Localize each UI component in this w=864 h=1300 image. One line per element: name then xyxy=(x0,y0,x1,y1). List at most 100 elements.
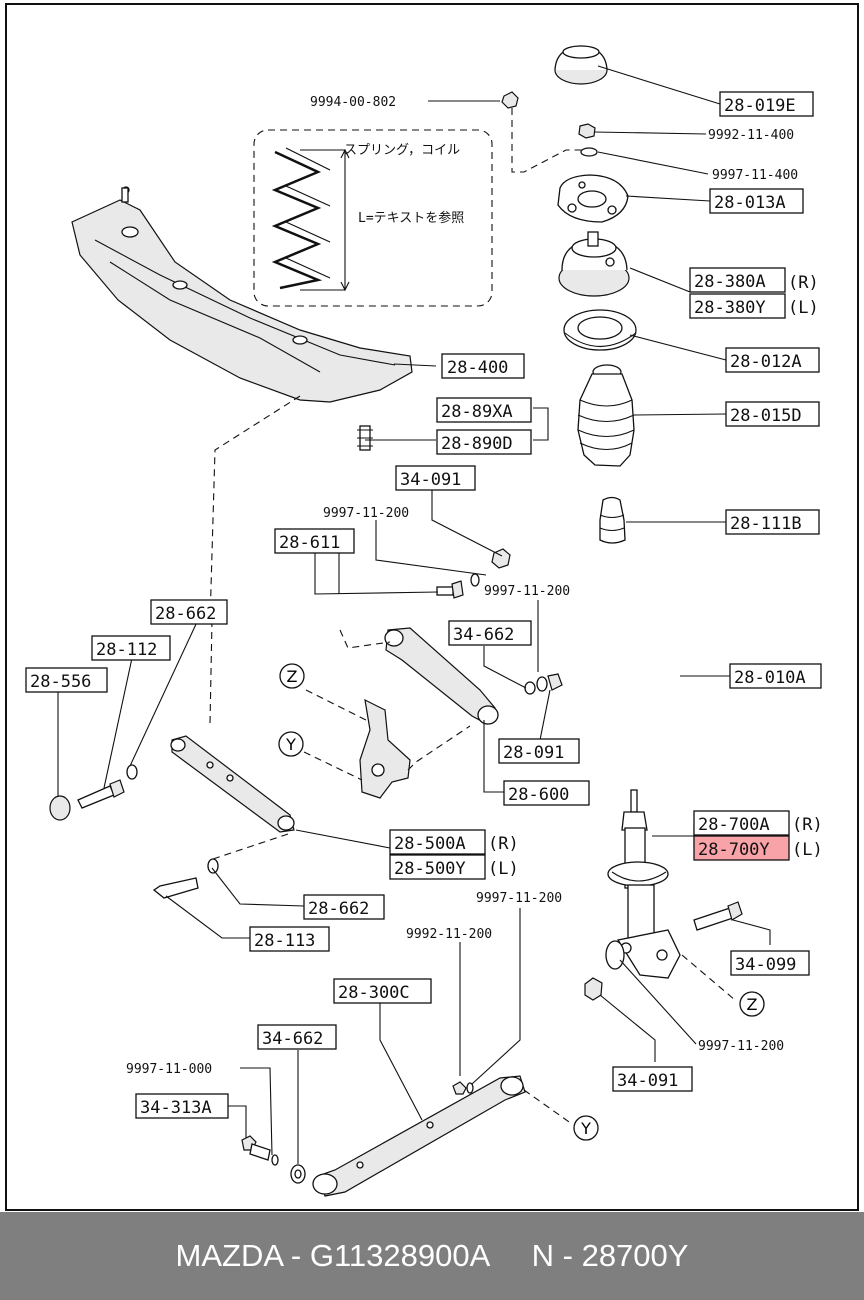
svg-text:Y: Y xyxy=(285,735,296,754)
footer-part-number: MAZDA - G11328900A N - 28700Y xyxy=(175,1238,689,1273)
lateral-link-part xyxy=(384,627,499,725)
side-r-380: (R) xyxy=(788,273,819,293)
label-9997-11-200-c: 9997-11-200 xyxy=(476,891,562,906)
svg-text:28-89XA: 28-89XA xyxy=(441,402,513,422)
label-28-89XA: 28-89XA xyxy=(436,397,532,423)
label-28-662-lower: 28-662 xyxy=(303,894,385,920)
svg-text:Y: Y xyxy=(580,1119,591,1138)
svg-text:28-012A: 28-012A xyxy=(730,352,802,372)
label-28-013A: 28-013A xyxy=(709,188,804,214)
bump-stop-part xyxy=(599,496,626,544)
dust-boot-part xyxy=(577,364,635,467)
svg-text:34-091: 34-091 xyxy=(617,1071,678,1091)
side-l-500: (L) xyxy=(488,859,519,879)
label-28-111B: 28-111B xyxy=(725,509,820,535)
svg-text:28-600: 28-600 xyxy=(508,785,569,805)
label-28-112: 28-112 xyxy=(91,635,171,661)
ref-z-upper: Z xyxy=(279,663,305,689)
label-28-015D: 28-015D xyxy=(725,401,820,427)
label-34-662-upper: 34-662 xyxy=(448,620,532,646)
label-9997-11-400: 9997-11-400 xyxy=(712,168,798,183)
diagram-canvas: 28-019E 28-013A 28-380A 28-380Y 28-012A … xyxy=(5,3,859,1211)
cap-28-556-part xyxy=(49,795,71,821)
svg-text:28-662: 28-662 xyxy=(155,604,216,624)
svg-text:28-112: 28-112 xyxy=(96,640,157,660)
side-l-380: (L) xyxy=(788,298,819,318)
spring-seat-part xyxy=(563,309,637,351)
svg-text:28-113: 28-113 xyxy=(254,931,315,951)
svg-text:34-662: 34-662 xyxy=(453,625,514,645)
label-28-380A: 28-380A xyxy=(689,267,786,293)
svg-text:34-313A: 34-313A xyxy=(140,1098,212,1118)
bolt-28-611-part xyxy=(436,573,480,599)
label-28-010A: 28-010A xyxy=(729,663,822,689)
svg-text:Z: Z xyxy=(747,995,758,1014)
washer-34-662-part xyxy=(524,673,563,695)
svg-text:Z: Z xyxy=(287,667,298,686)
label-28-556: 28-556 xyxy=(25,667,108,693)
label-28-300C: 28-300C xyxy=(333,978,432,1004)
label-28-500Y: 28-500Y xyxy=(389,854,486,880)
label-28-113: 28-113 xyxy=(249,926,330,952)
svg-text:34-099: 34-099 xyxy=(735,955,796,975)
crossmember-part xyxy=(71,186,413,403)
svg-text:28-500A: 28-500A xyxy=(394,834,466,854)
bolt-28-112-part xyxy=(77,764,138,809)
strut-assembly-part xyxy=(607,789,681,979)
label-9992-11-400: 9992-11-400 xyxy=(708,128,794,143)
label-28-380Y: 28-380Y xyxy=(689,293,786,319)
coil-spring-part xyxy=(584,596,684,747)
label-28-890D: 28-890D xyxy=(436,429,532,455)
label-28-019E: 28-019E xyxy=(719,91,814,117)
svg-text:28-380Y: 28-380Y xyxy=(694,298,766,318)
ref-z-lower: Z xyxy=(739,991,765,1017)
spring-note-box xyxy=(253,129,493,307)
strut-bolt-part xyxy=(693,901,743,931)
label-28-662-upper: 28-662 xyxy=(150,599,228,625)
bolt-34-313A-part xyxy=(241,1135,279,1166)
label-34-099: 34-099 xyxy=(730,950,810,976)
label-28-091: 28-091 xyxy=(498,738,580,764)
label-28-012A: 28-012A xyxy=(725,347,820,373)
nut-washer-part xyxy=(578,123,598,157)
label-34-313A: 34-313A xyxy=(135,1093,229,1119)
svg-text:34-091: 34-091 xyxy=(400,470,461,490)
svg-text:28-300C: 28-300C xyxy=(338,983,410,1003)
length-note: L=テキストを参照 xyxy=(358,210,464,226)
svg-text:28-111B: 28-111B xyxy=(730,514,802,534)
label-28-611: 28-611 xyxy=(274,528,355,554)
label-9994-00-802: 9994-00-802 xyxy=(310,95,396,110)
svg-text:28-400: 28-400 xyxy=(447,358,508,378)
svg-text:28-500Y: 28-500Y xyxy=(394,859,466,879)
exploded-parts-diagram: 28-019E 28-013A 28-380A 28-380Y 28-012A … xyxy=(5,3,859,1211)
svg-text:34-662: 34-662 xyxy=(262,1029,323,1049)
footer-bar: MAZDA - G11328900A N - 28700Y xyxy=(0,1212,864,1300)
strut-nut-part xyxy=(584,940,625,1001)
mount-plate-part xyxy=(557,174,629,223)
side-l-700: (L) xyxy=(792,840,823,860)
side-r-700: (R) xyxy=(792,815,823,835)
ref-y-upper: Y xyxy=(278,731,304,757)
side-r-500: (R) xyxy=(488,834,519,854)
washer-lower-part xyxy=(290,1164,306,1184)
svg-text:28-013A: 28-013A xyxy=(714,193,786,213)
label-34-662-lower: 34-662 xyxy=(257,1024,337,1050)
svg-text:28-015D: 28-015D xyxy=(730,406,802,426)
svg-text:28-091: 28-091 xyxy=(503,743,564,763)
spring-coil-note: スプリング，コイル xyxy=(344,143,460,158)
frame-border xyxy=(5,3,859,1211)
label-34-091-upper: 34-091 xyxy=(395,465,476,491)
svg-text:28-010A: 28-010A xyxy=(734,668,806,688)
label-28-700A: 28-700A xyxy=(693,810,790,836)
bushing-stud-part xyxy=(357,425,373,451)
label-9997-11-000: 9997-11-000 xyxy=(126,1062,212,1077)
svg-text:28-611: 28-611 xyxy=(279,533,340,553)
label-34-091-lower: 34-091 xyxy=(612,1066,693,1092)
label-9997-11-200-b: 9997-11-200 xyxy=(484,584,570,599)
svg-text:28-700A: 28-700A xyxy=(698,815,770,835)
leader-lines xyxy=(57,65,771,1164)
label-9997-11-200-a: 9997-11-200 xyxy=(323,506,409,521)
knuckle-part xyxy=(359,698,411,799)
label-28-600: 28-600 xyxy=(503,780,590,806)
label-9997-11-200-d: 9997-11-200 xyxy=(698,1039,784,1054)
